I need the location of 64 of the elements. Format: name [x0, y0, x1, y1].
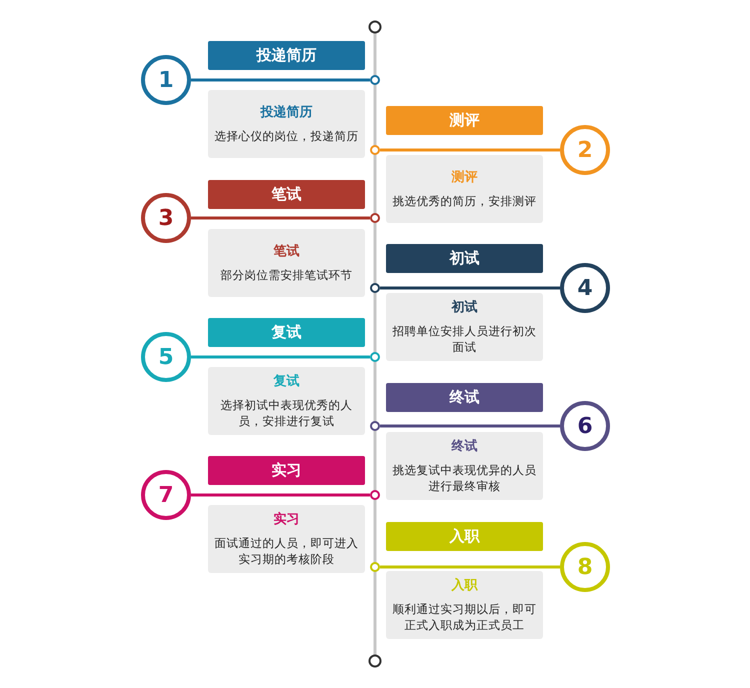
- card-heading: 终试: [452, 438, 478, 456]
- step-number-circle: [141, 470, 191, 520]
- step-number-circle: [141, 55, 191, 105]
- connector-line: [380, 566, 560, 568]
- connector-line: [191, 216, 370, 220]
- connector-line: [191, 494, 370, 496]
- card-heading: 入职: [452, 576, 478, 594]
- connector-line: [380, 424, 560, 428]
- timeline-dot: [370, 283, 380, 293]
- connector-line: [191, 356, 370, 358]
- step-number: 5: [158, 344, 174, 370]
- step-title-bar: [208, 318, 365, 347]
- step-title-bar: [386, 383, 543, 412]
- timeline-dot: [370, 490, 380, 500]
- step-number-circle: [560, 125, 610, 175]
- step-number-circle: [141, 332, 191, 382]
- card-heading: 笔试: [274, 243, 300, 260]
- card-heading: 测评: [452, 169, 478, 186]
- card-description: 挑选复试中表现优异的人员进行最终审核: [392, 463, 537, 495]
- step-number-circle: [141, 193, 191, 243]
- step-number: 3: [158, 206, 174, 230]
- step-title: 终试: [450, 388, 480, 407]
- card-heading: 复试: [274, 373, 300, 390]
- card-description: 部分岗位需安排笔试环节: [220, 268, 352, 284]
- card-heading: 初试: [452, 298, 478, 316]
- connector-line: [191, 78, 370, 82]
- connector-line: [380, 286, 560, 290]
- timeline-dot: [370, 562, 380, 572]
- timeline-dot: [370, 75, 380, 85]
- step-number-circle: [560, 542, 610, 592]
- timeline-dot: [370, 421, 380, 431]
- step-number-circle: [560, 263, 610, 313]
- timeline-dot: [370, 145, 380, 155]
- step-title: 复试: [272, 323, 302, 342]
- timeline-dot: [370, 352, 380, 362]
- step-title-bar: [208, 41, 365, 70]
- connector-line: [380, 148, 560, 152]
- step-title: 实习: [272, 461, 302, 480]
- step-number: 4: [577, 276, 593, 300]
- card-heading: 投递简历: [260, 104, 312, 122]
- step-title-bar: [386, 522, 543, 551]
- step-title-bar: [386, 244, 543, 273]
- step-title-bar: [208, 456, 365, 485]
- step-title: 笔试: [272, 185, 302, 204]
- step-title: 测评: [450, 111, 480, 130]
- card-description: 招聘单位安排人员进行初次面试: [392, 324, 537, 356]
- step-title: 初试: [450, 249, 480, 268]
- step-title: 投递简历: [256, 46, 316, 65]
- step-number: 2: [577, 138, 593, 162]
- timeline-dot: [370, 213, 380, 223]
- card-heading: 实习: [274, 510, 300, 528]
- step-number: 8: [577, 554, 593, 580]
- step-number: 1: [158, 68, 174, 92]
- step-number-circle: [560, 401, 610, 451]
- card-description: 挑选优秀的简历，安排测评: [392, 194, 536, 210]
- card-description: 顺利通过实习期以后，即可正式入职成为正式员工: [392, 602, 537, 634]
- card-description: 选择初试中表现优秀的人员，安排进行复试: [220, 398, 354, 430]
- step-number: 6: [577, 414, 593, 438]
- step-title: 入职: [450, 527, 480, 546]
- step-number: 7: [158, 482, 174, 508]
- step-title-bar: [386, 106, 543, 135]
- card-description: 面试通过的人员，即可进入实习期的考核阶段: [214, 536, 359, 568]
- step-title-bar: [208, 180, 365, 209]
- card-description: 选择心仪的岗位，投递简历: [214, 129, 358, 145]
